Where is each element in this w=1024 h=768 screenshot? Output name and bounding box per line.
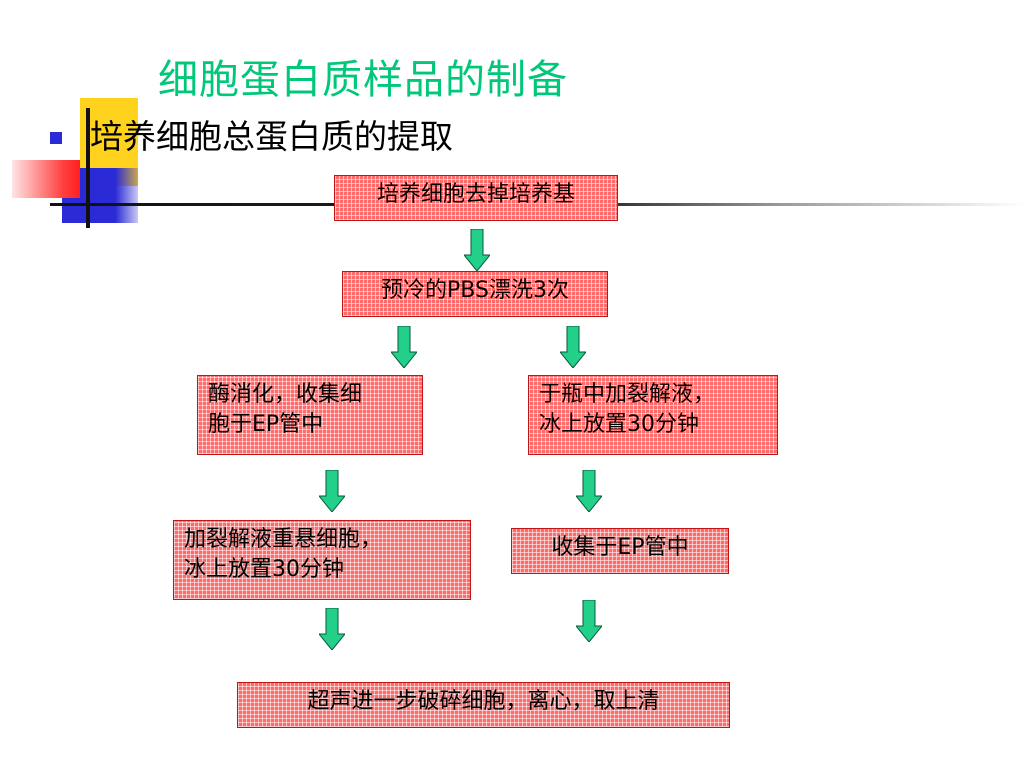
down-arrow-icon (391, 326, 417, 368)
down-arrow-icon (319, 470, 345, 512)
step-remove-medium: 培养细胞去掉培养基 (334, 175, 618, 221)
step-resuspend-lysis-line1: 加裂解液重悬细胞， (184, 527, 383, 552)
step-pbs-wash: 预冷的PBS漂洗3次 (342, 271, 608, 317)
step-collect-ep-tube: 收集于EP管中 (511, 528, 729, 574)
decor-red-block (12, 160, 80, 198)
step-add-lysis-in-flask-line1: 于瓶中加裂解液， (539, 382, 716, 407)
step-resuspend-lysis-line2: 冰上放置30分钟 (184, 557, 344, 582)
down-arrow-icon (464, 229, 490, 271)
down-arrow-icon (560, 326, 586, 368)
slide-subtitle: 培养细胞总蛋白质的提取 (90, 117, 453, 156)
step-enzyme-digest-line2: 胞于EP管中 (208, 412, 324, 437)
step-enzyme-digest-line1: 酶消化，收集细 (208, 382, 363, 407)
down-arrow-icon (576, 470, 602, 512)
slide-title: 细胞蛋白质样品的制备 (158, 57, 568, 103)
bullet-square-icon (50, 132, 62, 144)
down-arrow-icon (319, 608, 345, 650)
step-sonicate-centrifuge: 超声进一步破碎细胞，离心，取上清 (237, 682, 730, 728)
down-arrow-icon (576, 600, 602, 642)
step-add-lysis-in-flask: 于瓶中加裂解液， 冰上放置30分钟 (528, 375, 778, 455)
decor-vertical-line (86, 108, 90, 228)
step-enzyme-digest: 酶消化，收集细 胞于EP管中 (197, 375, 423, 455)
step-resuspend-lysis: 加裂解液重悬细胞， 冰上放置30分钟 (173, 520, 471, 600)
step-add-lysis-in-flask-line2: 冰上放置30分钟 (539, 412, 699, 437)
